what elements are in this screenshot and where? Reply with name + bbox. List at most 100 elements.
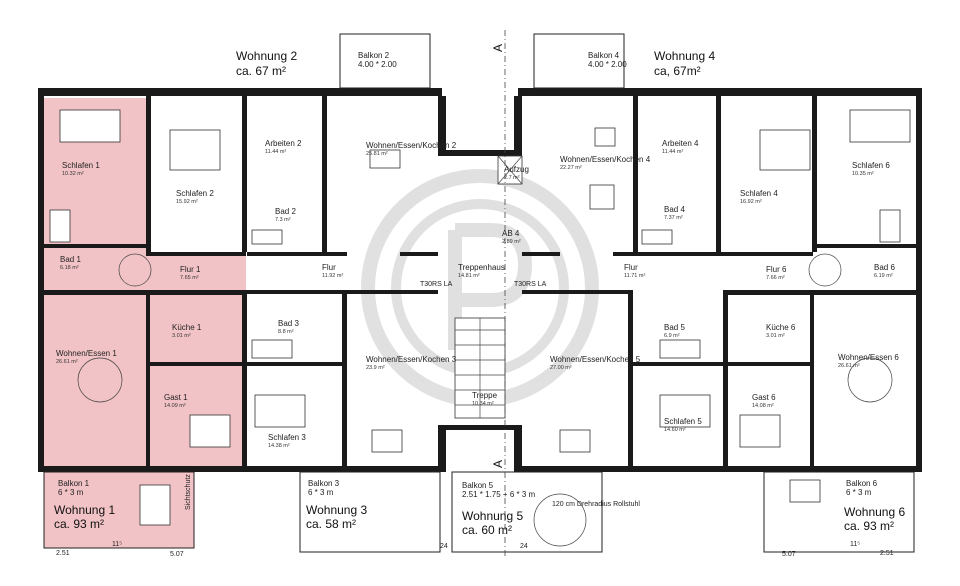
annotations: 120 cm Drehradius Rollstuhl T30RS LA T30…: [56, 281, 894, 558]
balcony-size: 2.51 * 1.75 + 6 * 3 m: [462, 490, 535, 499]
unit-5-label: Wohnung 5: [462, 509, 524, 523]
balcony-label: Balkon 3: [308, 479, 340, 488]
balcony-label: Balkon 4: [588, 51, 620, 60]
room-label: Küche 1: [172, 323, 202, 332]
room-label: Arbeiten 4: [662, 139, 699, 148]
room-area: 14.08 m²: [752, 403, 774, 409]
room-area: 2.7 m²: [504, 175, 520, 181]
room-area: 11.71 m²: [624, 273, 645, 279]
room-label: Wohnen/Essen/Kochen 4: [560, 155, 651, 164]
room-area: 2.89 m²: [502, 239, 521, 245]
unit-5-area: ca. 60 m²: [462, 523, 512, 537]
dim-7: 2.51: [56, 550, 70, 557]
dim-6: 11⁵: [850, 541, 860, 548]
balcony-label: Balkon 1: [58, 479, 90, 488]
room-label: Treppenhaus: [458, 263, 505, 272]
room-label: Schlafen 4: [740, 189, 778, 198]
dim-5: 5.07: [782, 551, 796, 558]
room-label: Bad 1: [60, 255, 81, 264]
room-area: 7.37 m²: [664, 215, 683, 221]
room-labels: Schlafen 110.32 m² Bad 16.18 m² Flur 17.65…: [56, 139, 899, 449]
room-label: Flur: [322, 263, 336, 272]
room-area: 10.32 m²: [62, 171, 84, 177]
balcony-label: Balkon 6: [846, 479, 878, 488]
unit-1-label: Wohnung 1: [54, 503, 116, 517]
room-label: Wohnen/Essen/Kochen 3: [366, 355, 457, 364]
room-area: 26.61 m²: [838, 363, 860, 369]
unit-3-area: ca. 58 m²: [306, 517, 356, 531]
room-label: Aufzug: [504, 165, 529, 174]
section-marker-bottom: A: [491, 460, 505, 468]
room-area: 14.09 m²: [164, 403, 186, 409]
room-area: 11.92 m²: [322, 273, 343, 279]
room-area: 15.92 m²: [176, 199, 198, 205]
room-area: 14.38 m²: [268, 443, 290, 449]
room-label: Wohnen/Essen 1: [56, 349, 117, 358]
room-label: AB 4: [502, 229, 520, 238]
balconies: [43, 33, 915, 553]
room-area: 26.61 m²: [56, 359, 78, 365]
room-label: Schlafen 6: [852, 161, 890, 170]
inner-walls: [42, 96, 919, 466]
room-label: Flur 1: [180, 265, 201, 274]
room-area: 3.01 m²: [766, 333, 785, 339]
unit-3-label: Wohnung 3: [306, 503, 368, 517]
room-area: 10.34 m²: [472, 401, 494, 407]
room-area: 6.9 m²: [664, 333, 680, 339]
sichtschutz-note: Sichtschutz: [185, 474, 192, 510]
unit-6-area: ca. 93 m²: [844, 519, 894, 533]
room-area: 6.18 m²: [60, 265, 79, 271]
unit-2-area: ca. 67 m²: [236, 64, 286, 78]
unit-2-label: Wohnung 2: [236, 49, 298, 63]
room-label: Flur: [624, 263, 638, 272]
room-area: 7.66 m²: [766, 275, 785, 281]
room-area: 7.3 m²: [275, 217, 291, 223]
balcony-size: 6 * 3 m: [846, 488, 872, 497]
room-area: 8.8 m²: [278, 329, 294, 335]
room-label: Gast 6: [752, 393, 776, 402]
room-label: Treppe: [472, 391, 498, 400]
room-label: Schlafen 2: [176, 189, 214, 198]
unit-1-area: ca. 93 m²: [54, 517, 104, 531]
room-label: Bad 5: [664, 323, 685, 332]
room-label: Bad 6: [874, 263, 895, 272]
dim-4: 24: [520, 543, 528, 550]
balcony-label: Balkon 2: [358, 51, 390, 60]
room-label: Bad 3: [278, 319, 299, 328]
room-label: Wohnen/Essen 6: [838, 353, 899, 362]
apartment-labels: Wohnung 2 ca. 67 m² Wohnung 4 ca, 67m² W…: [54, 49, 906, 537]
room-area: 10.35 m²: [852, 171, 874, 177]
balcony-size: 6 * 3 m: [308, 488, 334, 497]
room-area: 11.44 m²: [662, 149, 683, 155]
balcony-size: 4.00 * 2.00: [588, 60, 627, 69]
outer-walls: [38, 88, 922, 472]
dim-8: 2.51: [880, 550, 894, 557]
turning-radius-note: 120 cm Drehradius Rollstuhl: [552, 501, 640, 508]
furniture: [49, 109, 911, 547]
room-label: Wohnen/Essen/Kochen 5: [550, 355, 641, 364]
unit-4-area: ca, 67m²: [654, 64, 701, 78]
balcony-size: 6 * 3 m: [58, 488, 84, 497]
room-label: Bad 2: [275, 207, 296, 216]
section-marker-top: A: [491, 44, 505, 52]
room-label: Gast 1: [164, 393, 188, 402]
room-area: 27.00 m²: [550, 365, 572, 371]
room-area: 16.92 m²: [740, 199, 762, 205]
room-area: 14.60 m²: [664, 427, 686, 433]
room-area: 23.9 m²: [366, 365, 385, 371]
unit-6-label: Wohnung 6: [844, 505, 906, 519]
room-label: Schlafen 3: [268, 433, 306, 442]
room-area: 22.27 m²: [560, 165, 582, 171]
room-area: 6.19 m²: [874, 273, 893, 279]
room-label: Arbeiten 2: [265, 139, 302, 148]
dim-2: 5.07: [170, 551, 184, 558]
room-label: Bad 4: [664, 205, 685, 214]
room-label: Flur 6: [766, 265, 787, 274]
unit-4-label: Wohnung 4: [654, 49, 716, 63]
room-area: 14.81 m²: [458, 273, 480, 279]
room-area: 7.65 m²: [180, 275, 199, 281]
room-label: Schlafen 1: [62, 161, 100, 170]
balcony-label: Balkon 5: [462, 481, 494, 490]
